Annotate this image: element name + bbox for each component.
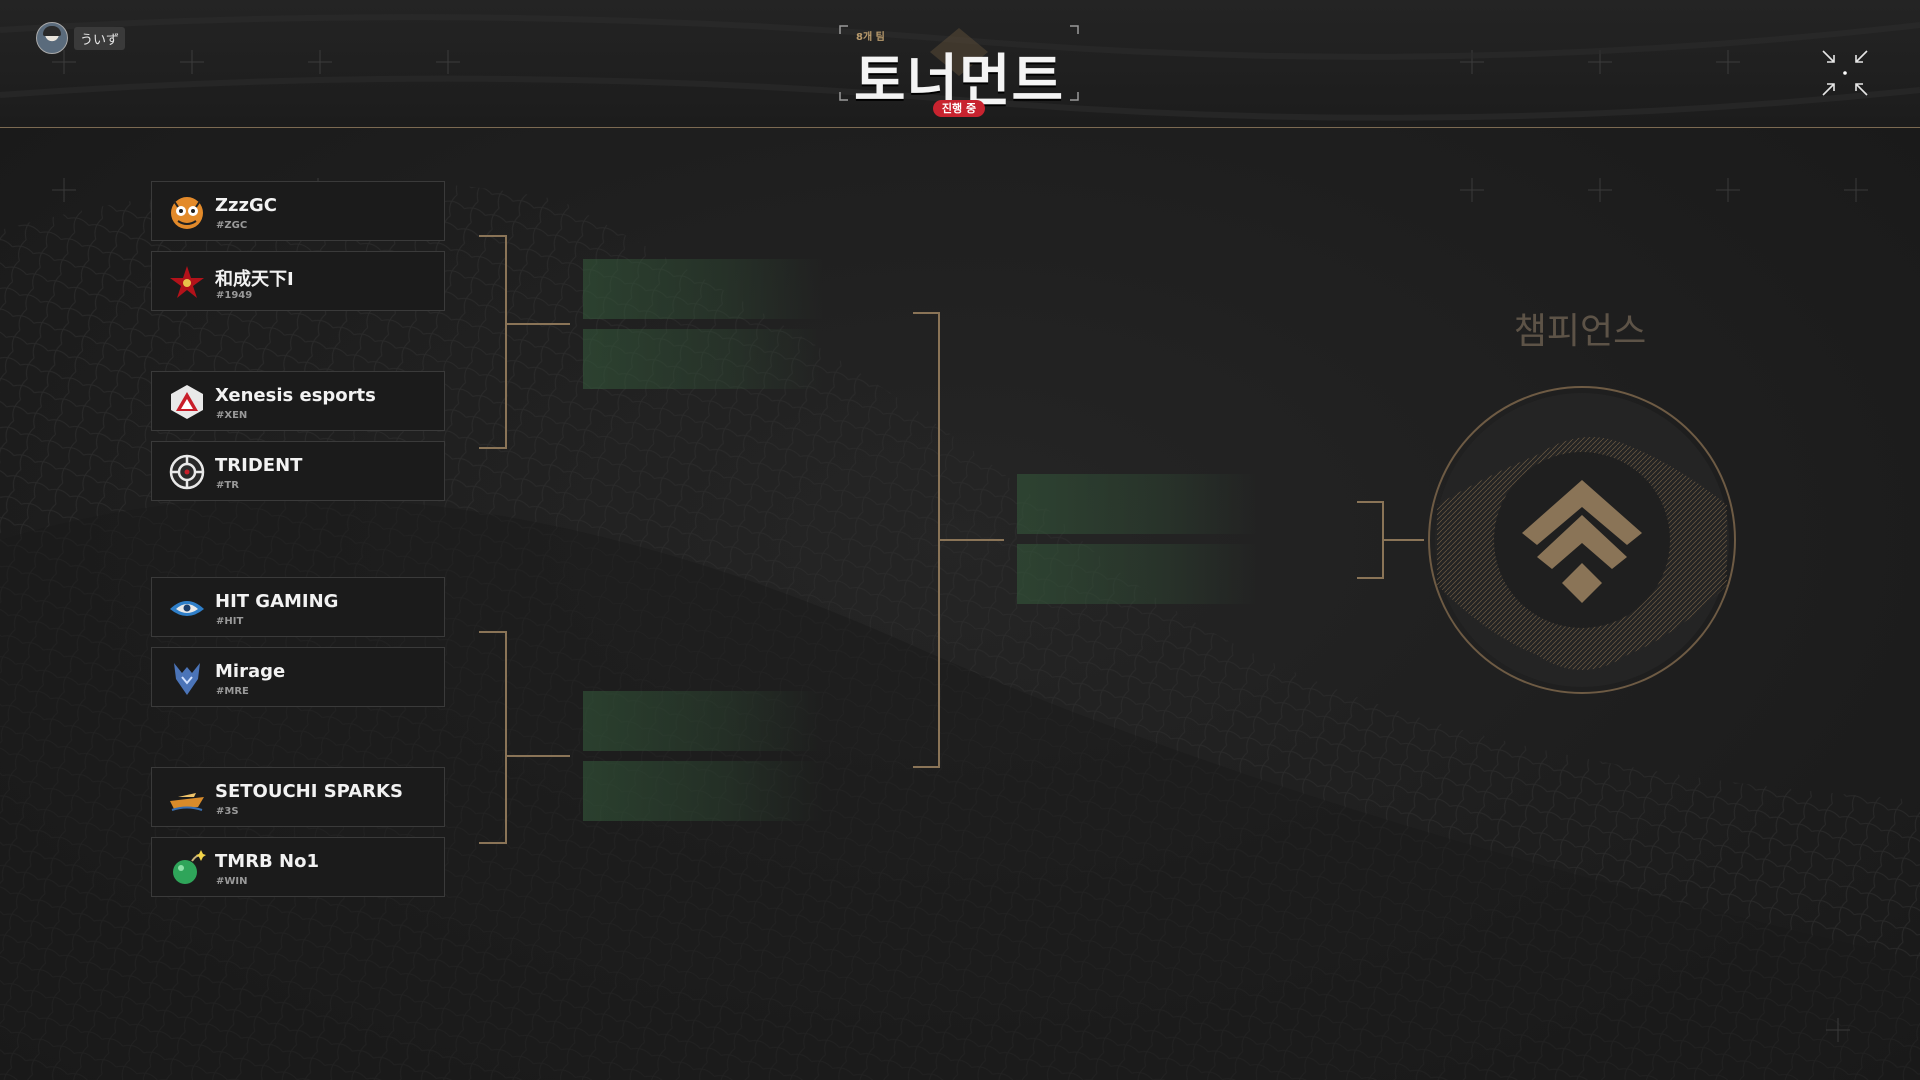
status-badge: 진행 중 — [933, 100, 985, 117]
team-tag: #WIN — [216, 876, 248, 887]
tournament-title-block: 8개 팀 토너먼트 진행 중 — [838, 24, 1080, 117]
red-star-logo-icon — [170, 266, 204, 298]
crosshair-logo-icon — [169, 454, 205, 490]
team-tag: #MRE — [216, 686, 249, 697]
team-name: Mirage — [215, 661, 286, 682]
bomb-logo-icon — [173, 850, 206, 884]
team-card-hechengtianxia[interactable]: 和成天下I #1949 — [151, 251, 445, 311]
exit-fullscreen-icon[interactable] — [1822, 50, 1868, 96]
eye-wing-logo-icon — [170, 601, 204, 616]
team-tag: #TR — [216, 480, 239, 491]
semifinal-2-slot-b — [583, 761, 823, 821]
team-tag: #XEN — [216, 410, 248, 421]
semifinal-2-slot-a — [583, 691, 823, 751]
team-name: 和成天下I — [215, 269, 294, 290]
team-card-hit-gaming[interactable]: HIT GAMING #HIT — [151, 577, 445, 637]
header-divider — [0, 127, 1920, 128]
user-profile[interactable]: ういず — [36, 22, 126, 54]
final-slot-b — [1017, 544, 1257, 604]
team-tag: #1949 — [216, 290, 253, 301]
team-card-setouchi-sparks[interactable]: SETOUCHI SPARKS #3S — [151, 767, 445, 827]
ship-logo-icon — [170, 793, 204, 811]
semifinal-1-slot-a — [583, 259, 823, 319]
triangle-shield-logo-icon — [171, 385, 203, 419]
team-tag: #ZGC — [216, 220, 248, 231]
team-name: TRIDENT — [215, 455, 303, 476]
team-name: HIT GAMING — [215, 591, 339, 612]
team-card-trident[interactable]: TRIDENT #TR — [151, 441, 445, 501]
team-tag: #3S — [216, 806, 239, 817]
team-name: SETOUCHI SPARKS — [215, 781, 403, 802]
team-name: Xenesis esports — [215, 385, 376, 406]
tiger-logo-icon — [171, 197, 203, 229]
team-tag: #HIT — [216, 616, 244, 627]
title-frame-decoration — [839, 25, 1079, 101]
team-name: TMRB No1 — [215, 851, 319, 872]
team-card-xenesis[interactable]: Xenesis esports #XEN — [151, 371, 445, 431]
team-name: ZzzGC — [215, 195, 277, 216]
team-card-mirage[interactable]: Mirage #MRE — [151, 647, 445, 707]
dragon-logo-icon — [174, 663, 200, 695]
team-card-tmrb-no1[interactable]: TMRB No1 #WIN — [151, 837, 445, 897]
champion-label: 챔피언스 — [1513, 311, 1647, 352]
avatar[interactable] — [36, 22, 68, 54]
final-slot-a — [1017, 474, 1257, 534]
champion-emblem-icon — [1428, 386, 1736, 694]
user-name: ういず — [74, 26, 126, 50]
semifinal-1-slot-b — [583, 329, 823, 389]
team-count-label: 8개 팀 — [856, 32, 885, 43]
team-card-zzzgc[interactable]: ZzzGC #ZGC — [151, 181, 445, 241]
